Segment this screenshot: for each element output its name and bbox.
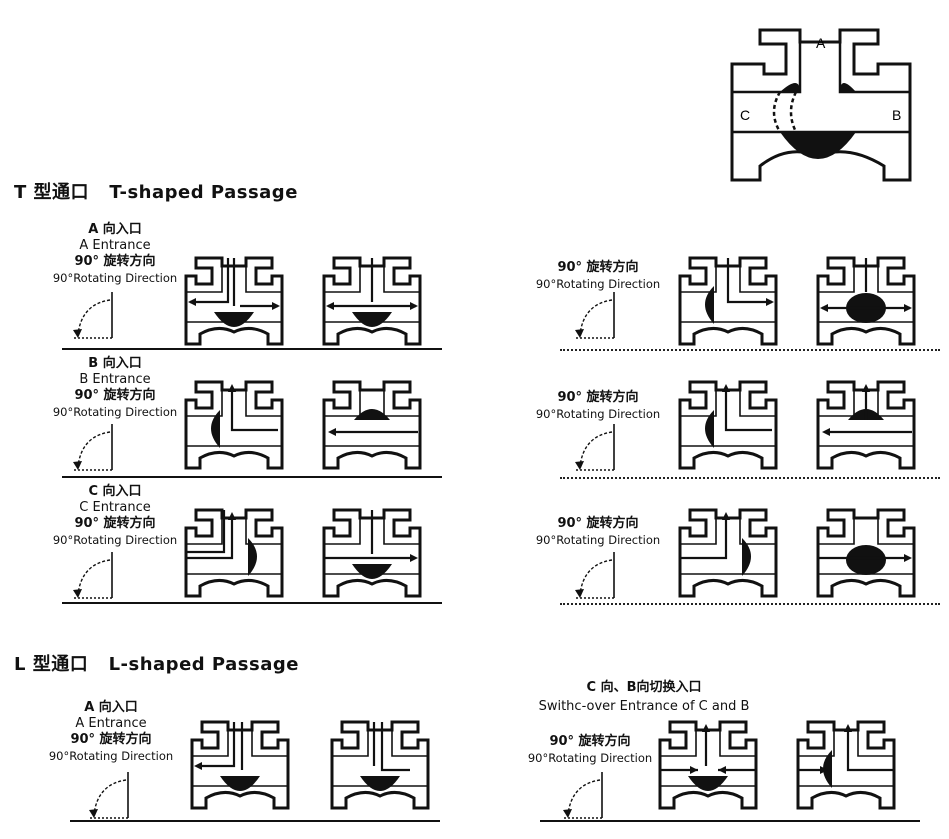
l-heading-cn: L 型通口 bbox=[14, 654, 89, 675]
t-row2-en: B Entrance bbox=[79, 372, 151, 387]
l-left-rot-en: 90°Rotating Direction bbox=[48, 749, 174, 763]
t-row2-rot-en: 90°Rotating Direction bbox=[52, 405, 178, 419]
l-right-header: C 向、B向切换入口 Swithc-over Entrance of C and… bbox=[500, 680, 788, 715]
rotation-arc-icon bbox=[73, 424, 114, 471]
valve-icon bbox=[658, 720, 758, 810]
t-row1-right-rot-cn: 90° 旋转方向 bbox=[557, 260, 639, 275]
t-row2-right-rot-en: 90°Rotating Direction bbox=[535, 407, 661, 421]
t-row1-left-rule bbox=[62, 348, 442, 350]
port-a-label: A bbox=[816, 35, 826, 51]
t-heading-cn: T 型通口 bbox=[14, 182, 90, 203]
t-row1-en: A Entrance bbox=[79, 238, 151, 253]
l-right-en: Swithc-over Entrance of C and B bbox=[538, 699, 750, 714]
t-row2-left-rule bbox=[62, 476, 442, 478]
valve-icon bbox=[678, 380, 778, 470]
rotation-arc-icon bbox=[575, 292, 616, 339]
valve-icon bbox=[184, 256, 284, 346]
t-row2-rot-cn: 90° 旋转方向 bbox=[74, 388, 156, 403]
t-row3-right-rot-cn: 90° 旋转方向 bbox=[557, 516, 639, 531]
l-right-rot-cn: 90° 旋转方向 bbox=[549, 734, 631, 749]
t-row1-right-label: 90° 旋转方向 90°Rotating Direction bbox=[532, 260, 664, 292]
rotation-arc-icon bbox=[563, 772, 604, 819]
l-section-heading: L 型通口 L-shaped Passage bbox=[14, 650, 299, 676]
valve-icon bbox=[322, 380, 422, 470]
t-row3-rot-cn: 90° 旋转方向 bbox=[74, 516, 156, 531]
l-heading-en: L-shaped Passage bbox=[108, 654, 299, 675]
t-row3-rot-en: 90°Rotating Direction bbox=[52, 533, 178, 547]
l-right-rule bbox=[540, 820, 920, 822]
l-left-label: A 向入口 A Entrance 90° 旋转方向 90°Rotating Di… bbox=[48, 700, 174, 764]
t-row1-rot-cn: 90° 旋转方向 bbox=[74, 254, 156, 269]
t-row3-en: C Entrance bbox=[79, 500, 151, 515]
l-left-rot-cn: 90° 旋转方向 bbox=[70, 732, 152, 747]
valve-icon bbox=[816, 380, 916, 470]
valve-icon bbox=[678, 256, 778, 346]
t-row2-right-rot-cn: 90° 旋转方向 bbox=[557, 390, 639, 405]
valve-icon bbox=[322, 508, 422, 598]
valve-icon bbox=[184, 508, 284, 598]
t-heading-en: T-shaped Passage bbox=[109, 182, 298, 203]
valve-icon bbox=[816, 508, 916, 598]
rotation-arc-icon bbox=[89, 772, 130, 819]
t-row3-right-rot-en: 90°Rotating Direction bbox=[535, 533, 661, 547]
valve-icon bbox=[184, 380, 284, 470]
l-right-cn: C 向、B向切换入口 bbox=[586, 680, 702, 695]
t-row2-right-rule bbox=[560, 477, 940, 479]
t-section-heading: T 型通口 T-shaped Passage bbox=[14, 178, 298, 204]
t-row1-rot-en: 90°Rotating Direction bbox=[52, 271, 178, 285]
t-row1-label: A 向入口 A Entrance 90° 旋转方向 90°Rotating Di… bbox=[52, 222, 178, 286]
port-c-label: C bbox=[740, 107, 750, 123]
t-row1-right-rule bbox=[560, 349, 940, 351]
valve-icon bbox=[190, 720, 290, 810]
t-row1-right-rot-en: 90°Rotating Direction bbox=[535, 277, 661, 291]
t-row2-cn: B 向入口 bbox=[88, 356, 142, 371]
rotation-arc-icon bbox=[73, 552, 114, 599]
rotation-arc-icon bbox=[73, 292, 114, 339]
t-row3-label: C 向入口 C Entrance 90° 旋转方向 90°Rotating Di… bbox=[52, 484, 178, 548]
t-row3-cn: C 向入口 bbox=[88, 484, 142, 499]
t-row3-right-label: 90° 旋转方向 90°Rotating Direction bbox=[532, 516, 664, 548]
valve-icon bbox=[330, 720, 430, 810]
rotation-arc-icon bbox=[575, 424, 616, 471]
l-right-rot-label: 90° 旋转方向 90°Rotating Direction bbox=[524, 734, 656, 766]
l-right-rot-en: 90°Rotating Direction bbox=[527, 751, 653, 765]
valve-icon bbox=[816, 256, 916, 346]
valve-icon bbox=[796, 720, 896, 810]
port-b-label: B bbox=[892, 107, 901, 123]
t-row3-left-rule bbox=[62, 602, 442, 604]
valve-icon bbox=[678, 508, 778, 598]
t-row1-cn: A 向入口 bbox=[88, 222, 142, 237]
rotation-arc-icon bbox=[575, 552, 616, 599]
valve-icon bbox=[322, 256, 422, 346]
main-valve-diagram: A C B bbox=[730, 28, 912, 182]
l-left-en: A Entrance bbox=[75, 716, 147, 731]
t-row2-right-label: 90° 旋转方向 90°Rotating Direction bbox=[532, 390, 664, 422]
l-left-rule bbox=[70, 820, 440, 822]
t-row2-label: B 向入口 B Entrance 90° 旋转方向 90°Rotating Di… bbox=[52, 356, 178, 420]
l-left-cn: A 向入口 bbox=[84, 700, 138, 715]
t-row3-right-rule bbox=[560, 603, 940, 605]
